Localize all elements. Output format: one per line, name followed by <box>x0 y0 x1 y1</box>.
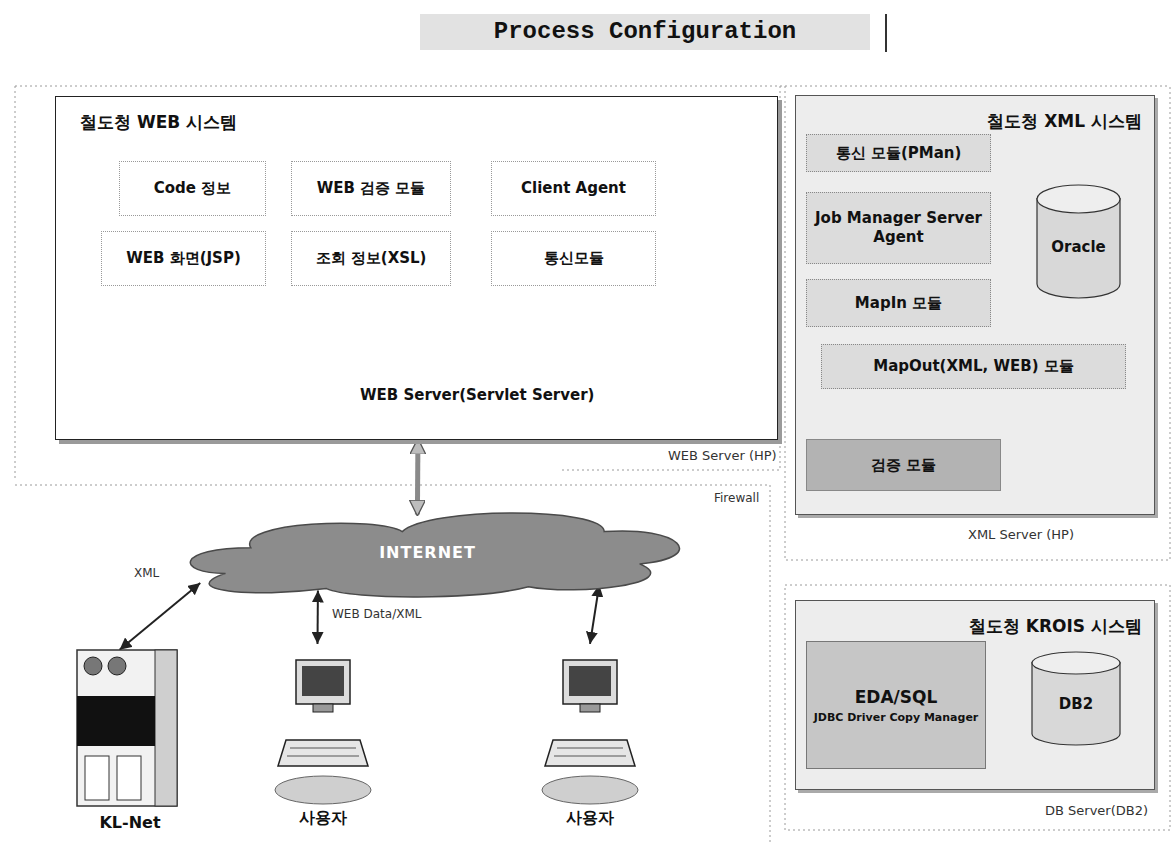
cylinder-top <box>1032 652 1120 674</box>
region-label: XML Server (HP) <box>968 527 1074 542</box>
module-box: Client Agent <box>491 161 656 216</box>
module-label: 사용자 <box>566 808 614 829</box>
connector-arrow <box>415 440 421 515</box>
system-box: 철도청 XML 시스템통신 모듈(PMan) Job Manager Server… <box>795 95 1155 515</box>
module-label: 조회 정보(XSL) <box>310 249 433 268</box>
server-side <box>155 650 177 806</box>
server-fan <box>84 657 102 675</box>
connector-arrow <box>590 585 599 644</box>
diagram-title: Process Configuration <box>420 14 870 50</box>
module-label: 통신 모듈(PMan) <box>830 144 968 163</box>
region-label: WEB Server (HP) <box>668 448 777 463</box>
server-fan <box>108 657 126 675</box>
module-label: KL-Net <box>99 813 160 832</box>
system-title: 철도청 XML 시스템 <box>796 96 1154 133</box>
module-label: Oracle <box>1045 238 1111 257</box>
connector-arrow <box>120 583 201 650</box>
module-box: 조회 정보(XSL) <box>291 231 451 286</box>
module-box: Code 정보 <box>119 161 266 216</box>
module-sublabel: JDBC Driver Copy Manager <box>808 709 985 726</box>
connector-label: WEB Data/XML <box>330 607 423 621</box>
region-line <box>15 86 16 480</box>
firewall-line <box>15 485 770 843</box>
module-box: 통신 모듈(PMan) <box>806 134 991 172</box>
module-label: MapOut(XML, WEB) 모듈 <box>867 357 1080 376</box>
module-label: MapIn 모듈 <box>849 294 948 313</box>
region-line <box>15 86 1170 87</box>
user-pc: 사용자 <box>535 640 645 835</box>
module-box: MapOut(XML, WEB) 모듈 <box>821 344 1126 389</box>
module-label: 검증 모듈 <box>865 456 942 475</box>
module-label: WEB 검증 모듈 <box>311 179 432 198</box>
module-label: Client Agent <box>515 179 632 198</box>
module-label: INTERNET <box>379 543 476 562</box>
pc-keyboard <box>278 740 368 766</box>
module-label: 통신모듈 <box>538 249 610 268</box>
dotted-regions <box>15 86 1170 843</box>
srv-outline <box>65 646 195 838</box>
server-label: WEB Server(Servlet Server) <box>360 386 594 404</box>
server-case <box>77 650 177 806</box>
region-line <box>785 86 1170 560</box>
server-slot <box>117 756 141 800</box>
module-box: MapIn 모듈 <box>806 279 991 327</box>
system-box: 철도청 KROIS 시스템EDA/SQLJDBC Driver Copy Man… <box>795 600 1155 790</box>
system-title: 철도청 KROIS 시스템 <box>796 601 1154 638</box>
region-label: Firewall <box>714 491 759 505</box>
pc-outline <box>268 640 378 835</box>
server-panel <box>77 696 155 746</box>
server-slot <box>85 756 109 800</box>
region-label: DB Server(DB2) <box>1045 803 1148 818</box>
user-pc: 사용자 <box>268 640 378 835</box>
connector-arrow <box>317 591 319 644</box>
pc-ground <box>542 776 638 804</box>
module-label: Code 정보 <box>148 179 237 198</box>
module-box: WEB 검증 모듈 <box>291 161 451 216</box>
internet-cloud: INTERNET <box>175 505 680 600</box>
cylinder-top <box>1037 185 1120 213</box>
pc-keys <box>554 748 626 756</box>
system-title: 철도청 WEB 시스템 <box>56 97 777 134</box>
connector-label: XML <box>132 566 161 580</box>
pc-keyboard <box>545 740 635 766</box>
region-line <box>785 585 1170 830</box>
pc-ground <box>275 776 371 804</box>
module-label: DB2 <box>1053 695 1099 714</box>
database-cylinder: DB2 <box>1031 651 1121 746</box>
module-label: WEB 화면(JSP) <box>120 249 247 268</box>
pc-outline <box>535 640 645 835</box>
module-box: 통신모듈 <box>491 231 656 286</box>
pc-stand <box>580 704 600 712</box>
module-label: 사용자 <box>299 808 347 829</box>
pc-screen <box>569 666 611 696</box>
pc-stand <box>313 704 333 712</box>
title-bar <box>885 14 887 52</box>
pc-screen <box>302 666 344 696</box>
pc-monitor <box>296 660 350 704</box>
module-label: EDA/SQL <box>849 685 944 709</box>
cloud-outline <box>190 513 679 597</box>
database-cylinder: Oracle <box>1036 184 1121 299</box>
module-box: EDA/SQLJDBC Driver Copy Manager <box>806 641 986 769</box>
module-box: 검증 모듈 <box>806 439 1001 491</box>
pc-keys <box>287 748 359 756</box>
server-icon: KL-Net <box>65 646 195 838</box>
module-box: Job Manager Server Agent <box>806 192 991 264</box>
module-label: Job Manager Server Agent <box>807 209 990 247</box>
module-box: WEB 화면(JSP) <box>101 231 266 286</box>
pc-monitor <box>563 660 617 704</box>
